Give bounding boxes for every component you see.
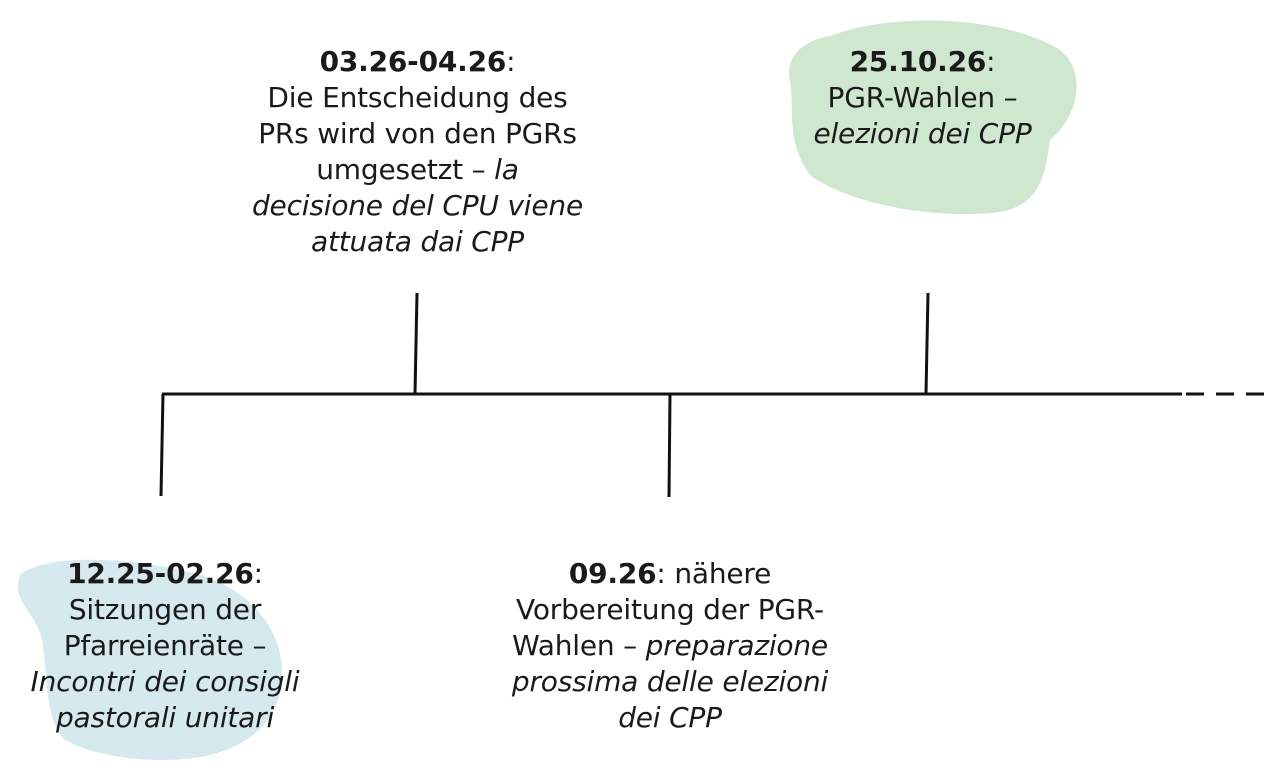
event-colon: :: [986, 45, 996, 78]
event-date: 03.26-04.26: [319, 45, 507, 78]
event-date: 12.25-02.26: [67, 557, 254, 590]
tick-03-26-04-26: [413, 292, 419, 395]
event-text-it: la decisione del CPU viene attuata dai C…: [251, 153, 583, 258]
event-text-it: elezioni dei CPP: [813, 117, 1032, 150]
event-colon: : nähere: [656, 557, 772, 590]
tick-25-10-26: [924, 292, 930, 395]
event-text-it: Incontri dei consigli pastorali unitari: [30, 665, 300, 734]
event-date: 25.10.26: [849, 45, 987, 78]
blue-highlight-blob: [17, 559, 283, 760]
tick-12-25-02-26: [159, 393, 165, 497]
event-12-25-02-26: 12.25-02.26: Sitzungen der Pfarreienräte…: [30, 556, 300, 736]
event-text-it: preparazione prossima delle elezioni dei…: [511, 629, 829, 734]
event-text-de: Vorbereitung der PGR-Wahlen –: [512, 593, 824, 662]
event-03-26-04-26: 03.26-04.26: Die Entscheidung des PRs wi…: [250, 44, 585, 260]
event-text-de: Die Entscheidung des PRs wird von den PG…: [258, 81, 577, 186]
event-09-26: 09.26: nähere Vorbereitung der PGR-Wahle…: [495, 556, 845, 736]
green-highlight-blob: [789, 20, 1077, 215]
event-date: 09.26: [568, 557, 657, 590]
event-colon: :: [506, 45, 516, 78]
event-colon: :: [253, 557, 263, 590]
event-25-10-26: 25.10.26: PGR-Wahlen – elezioni dei CPP: [795, 44, 1050, 152]
event-text-de: PGR-Wahlen –: [827, 81, 1018, 114]
tick-09-26: [667, 393, 672, 498]
event-text-de: Sitzungen der Pfarreienräte –: [63, 593, 267, 662]
